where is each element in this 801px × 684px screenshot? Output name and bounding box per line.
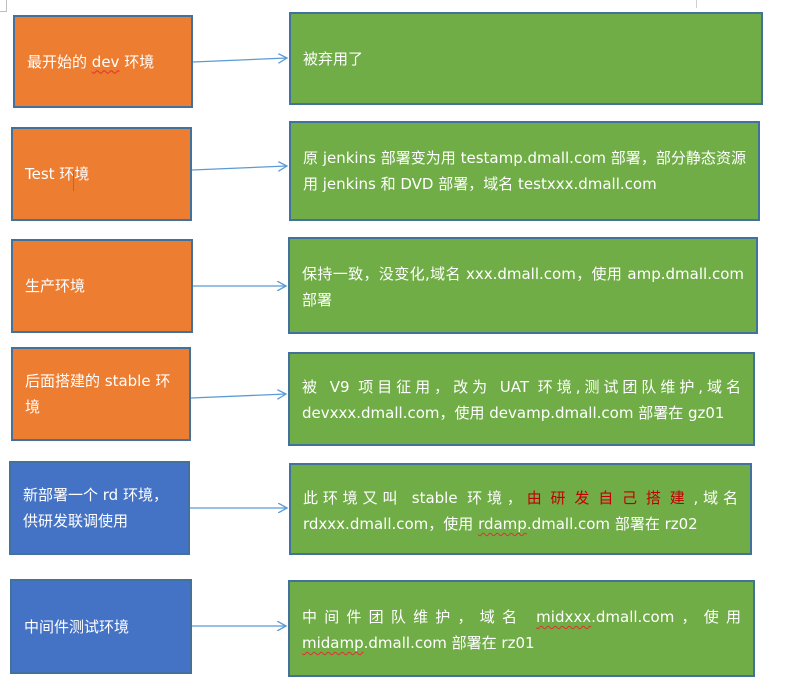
arrow-stable	[190, 394, 286, 398]
env-label-rd: 新部署一个 rd 环境，供研发联调使用	[23, 486, 168, 530]
desc-text-stable: 被 V9 项目征用，改为 UAT 环境,测试团队维护,域名 devxxx.dma…	[302, 378, 741, 422]
env-box-rd: 新部署一个 rd 环境，供研发联调使用	[9, 461, 190, 555]
env-label-middleware: 中间件测试环境	[24, 617, 130, 636]
env-box-dev: 最开始的 dev 环境	[13, 15, 193, 108]
desc-box-prod: 保持一致，没变化,域名 xxx.dmall.com，使用 amp.dmall.c…	[288, 237, 758, 334]
desc-box-stable: 被 V9 项目征用，改为 UAT 环境,测试团队维护,域名 devxxx.dma…	[288, 352, 755, 446]
arrow-dev	[192, 58, 287, 62]
env-box-middleware: 中间件测试环境	[10, 579, 192, 674]
desc-text-dev: 被弃用了	[303, 50, 364, 68]
highlight-text: 由研发自己搭建	[526, 489, 694, 507]
desc-text-prod: 保持一致，没变化,域名 xxx.dmall.com，使用 amp.dmall.c…	[302, 265, 744, 309]
env-label-stable: 后面搭建的 stable 环境	[25, 372, 171, 416]
desc-box-test: 原 jenkins 部署变为用 testamp.dmall.com 部署，部分静…	[289, 121, 760, 221]
desc-box-rd: 此环境又叫 stable 环境，由研发自己搭建,域名 rdxxx.dmall.c…	[289, 463, 752, 555]
page-margin-mark	[696, 0, 697, 8]
env-label-prod: 生产环境	[25, 277, 86, 295]
env-box-stable: 后面搭建的 stable 环境	[11, 347, 191, 441]
desc-box-dev: 被弃用了	[289, 12, 763, 105]
arrow-test	[191, 166, 287, 170]
text-cursor	[73, 171, 74, 191]
env-box-test: Test 环境	[11, 127, 192, 221]
desc-text-middleware: 中间件团队维护，域名 midxxx.dmall.com，使用 midamp.dm…	[302, 608, 741, 652]
env-label-dev: 最开始的 dev 环境	[27, 52, 155, 71]
desc-text-rd: 此环境又叫 stable 环境，由研发自己搭建,域名 rdxxx.dmall.c…	[303, 489, 738, 533]
desc-box-middleware: 中间件团队维护，域名 midxxx.dmall.com，使用 midamp.dm…	[288, 580, 755, 677]
page-corner-mark	[0, 0, 7, 12]
env-box-prod: 生产环境	[11, 239, 193, 333]
desc-text-test: 原 jenkins 部署变为用 testamp.dmall.com 部署，部分静…	[303, 149, 746, 193]
